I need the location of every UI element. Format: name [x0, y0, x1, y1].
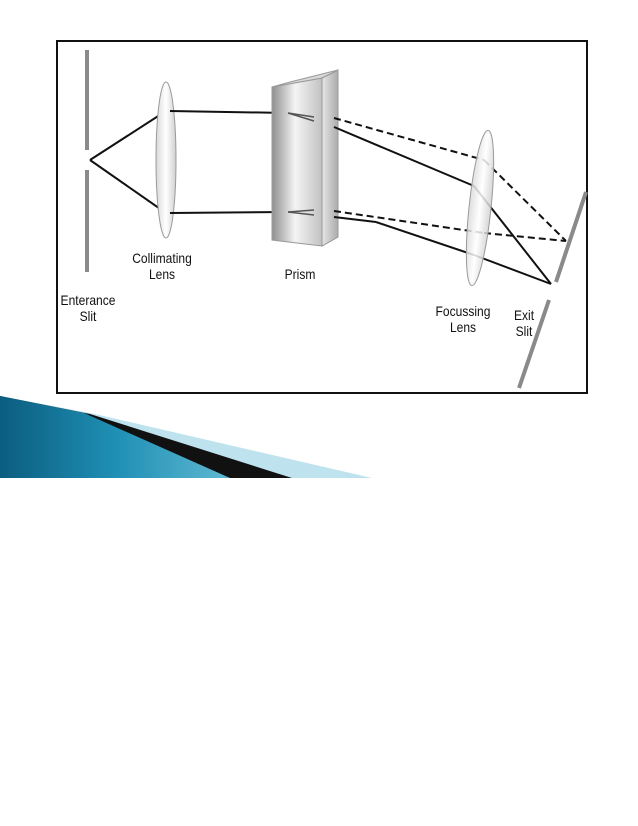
spectrometer-diagram — [85, 50, 588, 389]
collimating-lens-label-line1: Collimating — [132, 250, 192, 266]
prism-label: Prism — [276, 266, 324, 282]
collimated-beams — [169, 110, 289, 214]
exit-slit-label-line1: Exit — [513, 307, 535, 323]
exit-slit-label: Exit Slit — [509, 307, 540, 339]
decorative-banner — [0, 396, 372, 478]
focussing-lens-label-line1: Focussing — [435, 303, 491, 319]
prism-refraction-segments — [287, 112, 315, 216]
focussing-lens-label-line2: Lens — [449, 319, 477, 335]
focussing-lens — [465, 129, 495, 287]
exit-slit-label-line2: Slit — [515, 323, 533, 339]
dashed-beams — [333, 117, 567, 242]
collimating-lens — [155, 81, 177, 239]
prism — [271, 69, 339, 247]
collimating-lens-label-line2: Lens — [148, 266, 176, 282]
exit-slit — [517, 191, 588, 389]
entrance-slit-label-line2: Slit — [79, 308, 97, 324]
entrance-slit-label: Enterance Slit — [60, 292, 116, 324]
prism-label-line1: Prism — [284, 266, 316, 282]
focussing-lens-label: Focussing Lens — [433, 303, 493, 335]
diverging-beams — [89, 110, 167, 214]
solid-beams — [333, 126, 552, 285]
entrance-slit-label-line1: Enterance — [60, 292, 116, 308]
collimating-lens-label: Collimating Lens — [131, 250, 193, 282]
